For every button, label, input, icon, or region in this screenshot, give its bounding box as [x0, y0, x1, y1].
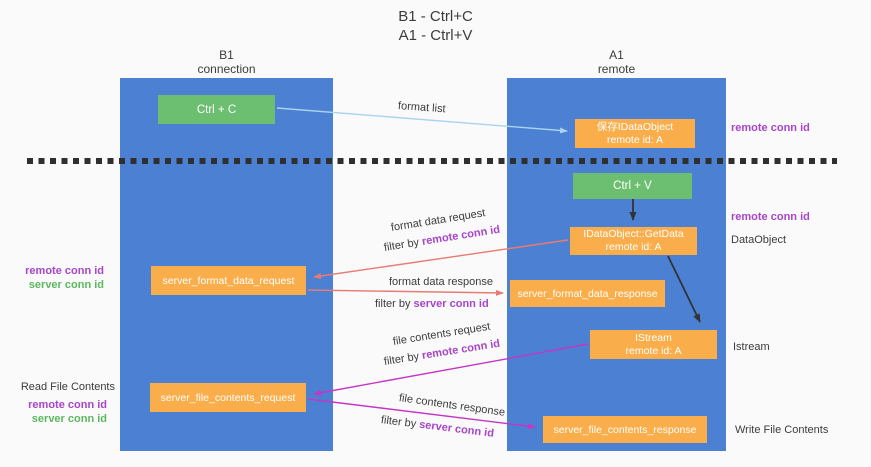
left-remote-conn-id-label-2: remote conn id [28, 399, 107, 411]
ctrl-v-box: Ctrl + V [573, 173, 692, 199]
server-format-data-response-label: server_format_data_response [517, 287, 658, 300]
istream-side-label: Istream [733, 341, 770, 353]
left-server-conn-id-label-2: server conn id [31, 413, 107, 425]
left-server-conn-id-label-1: server conn id [28, 279, 104, 291]
ctrl-v-label: Ctrl + V [613, 180, 652, 192]
title-line-1: B1 - Ctrl+C [398, 8, 473, 25]
right-column-subtitle: remote [597, 62, 636, 76]
title-line-2: A1 - Ctrl+V [398, 27, 473, 44]
format-data-response-arrow-label: format data response [389, 276, 493, 288]
getdata-box: IDataObject::GetData remote id: A [570, 227, 697, 255]
ctrl-c-label: Ctrl + C [196, 103, 237, 116]
server-format-data-request-label: server_format_data_request [162, 274, 295, 287]
right-column-title: A1 [609, 48, 624, 62]
read-file-contents-label: Read File Contents [20, 381, 115, 393]
diagram-title: B1 - Ctrl+C A1 - Ctrl+V [0, 7, 871, 45]
filter-by-text: filter by [375, 298, 414, 310]
format-list-arrow [276, 107, 568, 134]
save-dataobject-box: 保存IDataObject remote id: A [575, 119, 695, 148]
left-column-header: B1 connection [120, 48, 333, 76]
server-file-contents-response-box: server_file_contents_response [543, 416, 707, 443]
right-column-header: A1 remote [507, 48, 726, 76]
server-conn-id-text: server conn id [413, 298, 489, 310]
left-column-title: B1 [219, 48, 234, 62]
server-file-contents-request-box: server_file_contents_request [150, 383, 306, 412]
file-contents-response-arrow [307, 398, 536, 430]
dataobject-label: DataObject [731, 234, 787, 246]
ctrl-c-box: Ctrl + C [158, 95, 275, 124]
format-data-request-arrow [313, 239, 569, 279]
dashed-divider [27, 158, 837, 164]
format-data-response-filter-label: filter by server conn id [375, 298, 489, 310]
save-dataobject-line1: 保存IDataObject [596, 120, 674, 133]
left-column-subtitle: connection [197, 62, 256, 76]
server-format-data-response-box: server_format_data_response [510, 280, 665, 307]
istream-line1: IStream [635, 331, 672, 344]
getdata-to-istream-arrow [667, 255, 701, 323]
remote-conn-id-label-top: remote conn id [731, 122, 810, 134]
remote-conn-id-label-mid: remote conn id [731, 211, 810, 223]
save-dataobject-line2: remote id: A [606, 133, 664, 146]
istream-box: IStream remote id: A [590, 330, 717, 359]
format-data-response-arrow [307, 289, 504, 296]
write-file-contents-label: Write File Contents [735, 424, 829, 436]
getdata-line2: remote id: A [605, 241, 662, 253]
left-remote-conn-id-label-1: remote conn id [25, 265, 104, 277]
server-format-data-request-box: server_format_data_request [151, 266, 306, 295]
server-file-contents-request-label: server_file_contents_request [160, 391, 296, 404]
istream-line2: remote id: A [625, 344, 682, 357]
file-contents-request-arrow [313, 343, 589, 396]
getdata-line1: IDataObject::GetData [583, 228, 684, 240]
server-file-contents-response-label: server_file_contents_response [553, 423, 697, 436]
